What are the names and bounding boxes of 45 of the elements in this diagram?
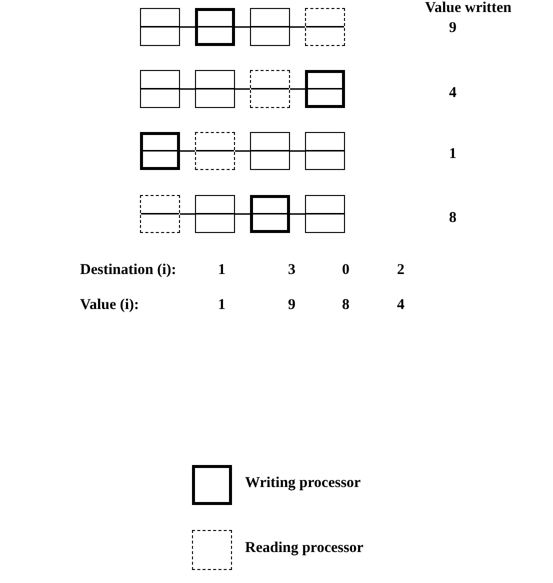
- value-number: 4: [397, 297, 404, 314]
- connector-line: [290, 213, 305, 215]
- processor-box: [305, 70, 345, 108]
- processor-box: [195, 195, 235, 233]
- processor-box: [195, 8, 235, 46]
- value-number: 3: [288, 262, 296, 279]
- processor-box: [195, 70, 235, 108]
- value-number: 4: [449, 85, 456, 102]
- processor-box: [140, 132, 180, 170]
- processor-box: [305, 132, 345, 170]
- value-number: 9: [288, 297, 296, 314]
- value-number: 8: [342, 297, 350, 314]
- row-label: Value (i):: [80, 297, 140, 314]
- connector-line: [180, 26, 195, 28]
- processor-box: [250, 132, 290, 170]
- value-number: 1: [218, 297, 226, 314]
- column-heading: Value written: [425, 0, 512, 17]
- connector-line: [180, 213, 195, 215]
- processor-box: [305, 8, 345, 46]
- legend-label: Writing processor: [245, 475, 361, 492]
- value-number: 2: [397, 262, 404, 279]
- value-number: 0: [342, 262, 350, 279]
- legend-label: Reading processor: [245, 540, 364, 557]
- processor-box: [140, 195, 180, 233]
- processor-box: [250, 70, 290, 108]
- value-number: 8: [449, 210, 456, 227]
- processor-box: [250, 195, 290, 233]
- connector-line: [235, 150, 250, 152]
- connector-line: [180, 88, 195, 90]
- row-label: Destination (i):: [80, 262, 176, 279]
- connector-line: [235, 88, 250, 90]
- processor-box: [305, 195, 345, 233]
- connector-line: [235, 213, 250, 215]
- value-number: 1: [449, 146, 456, 163]
- processor-box: [195, 132, 235, 170]
- processor-box: [140, 70, 180, 108]
- value-number: 9: [449, 20, 456, 37]
- connector-line: [235, 26, 250, 28]
- connector-line: [290, 88, 305, 90]
- value-number: 1: [218, 262, 226, 279]
- processor-box: [250, 8, 290, 46]
- processor-box: [140, 8, 180, 46]
- connector-line: [180, 150, 195, 152]
- connector-line: [290, 26, 305, 28]
- connector-line: [290, 150, 305, 152]
